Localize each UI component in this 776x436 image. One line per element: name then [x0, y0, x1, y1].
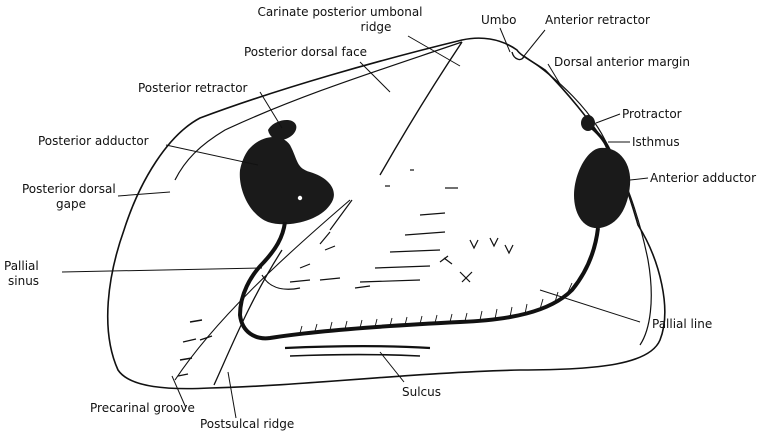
label-carinate-line1: Carinate posterior umbonal: [257, 5, 422, 19]
label-umbo: Umbo: [481, 13, 516, 27]
adductor-scar-dot: [298, 196, 302, 200]
label-carinate-line2: ridge: [361, 20, 392, 34]
posterior-adductor-muscle: [240, 137, 334, 224]
label-precarinal-groove: Precarinal groove: [90, 401, 195, 415]
label-pallial-line: Pallial line: [652, 317, 712, 331]
label-posterior-dorsal-face: Posterior dorsal face: [244, 45, 367, 59]
label-pallial-sinus-line1: Pallial: [4, 259, 39, 273]
label-posterior-dorsal-gape-line2: gape: [56, 197, 86, 211]
sulcus-line-upper: [285, 346, 430, 348]
label-posterior-adductor: Posterior adductor: [38, 134, 149, 148]
label-sulcus: Sulcus: [402, 385, 441, 399]
anterior-adductor-muscle: [574, 148, 630, 228]
sulcus-line-lower: [290, 355, 420, 357]
label-anterior-retractor: Anterior retractor: [545, 13, 650, 27]
label-postsulcal-ridge: Postsulcal ridge: [200, 417, 294, 431]
label-posterior-dorsal-gape-line1: Posterior dorsal: [22, 182, 116, 196]
precarinal-groove-line: [175, 200, 350, 380]
label-dorsal-anterior-margin: Dorsal anterior margin: [554, 55, 690, 69]
label-pallial-sinus-line2: sinus: [8, 274, 39, 288]
label-anterior-adductor: Anterior adductor: [650, 171, 756, 185]
label-protractor: Protractor: [622, 107, 682, 121]
label-isthmus: Isthmus: [632, 135, 680, 149]
label-posterior-retractor: Posterior retractor: [138, 81, 248, 95]
carinate-ridge-line: [380, 42, 462, 175]
posterior-retractor-muscle: [268, 120, 296, 140]
